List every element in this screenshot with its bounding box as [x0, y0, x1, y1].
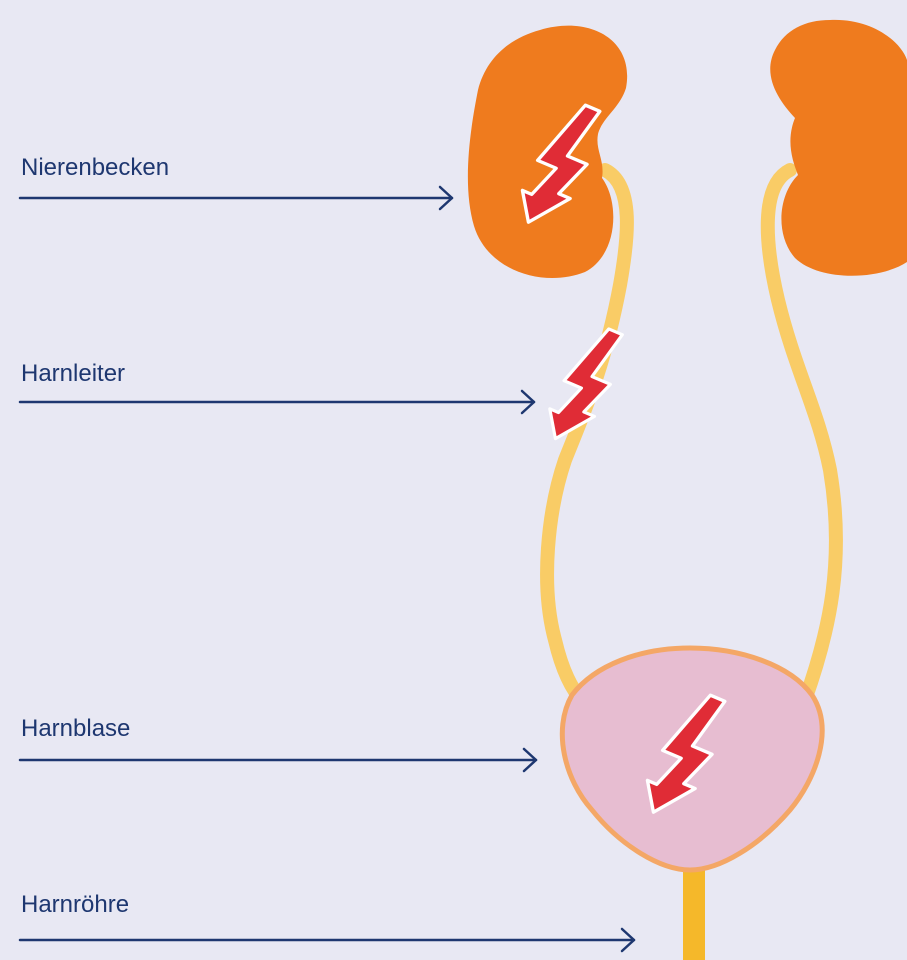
- label-renal-pelvis: Nierenbecken: [21, 156, 169, 180]
- arrow-renal-pelvis: [20, 187, 452, 209]
- urethra: [683, 860, 705, 960]
- arrow-ureter: [20, 391, 534, 413]
- label-urethra: Harnröhre: [21, 893, 129, 917]
- right-kidney: [770, 20, 907, 276]
- label-bladder: Harnblase: [21, 717, 130, 741]
- label-ureter: Harnleiter: [21, 362, 125, 386]
- arrow-bladder: [20, 749, 536, 771]
- pain-bolt-icon-ureter: [540, 320, 630, 450]
- arrow-urethra: [20, 929, 634, 951]
